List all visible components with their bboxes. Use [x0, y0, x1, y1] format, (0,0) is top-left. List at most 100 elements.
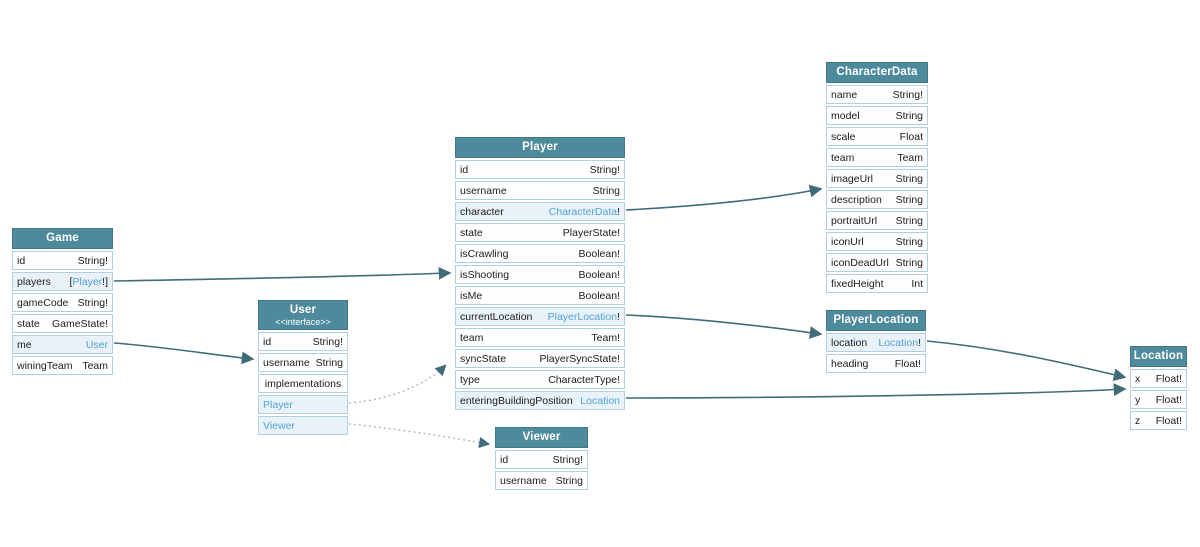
field-row: implementations	[258, 374, 348, 393]
field-name: isMe	[460, 289, 483, 302]
field-type: String!	[893, 89, 923, 101]
field-name: state	[17, 317, 40, 330]
table-header: User<<interface>>	[258, 300, 348, 330]
field-type: PlayerSyncState!	[539, 353, 620, 365]
field-type: String	[896, 194, 923, 206]
field-name: portraitUrl	[831, 214, 878, 227]
field-type: String!	[590, 164, 620, 176]
type-text: !	[918, 336, 921, 349]
field-row: syncState PlayerSyncState!	[455, 349, 625, 368]
field-type: Boolean!	[579, 290, 620, 302]
type-link[interactable]: PlayerLocation	[547, 310, 618, 323]
field-type: String!	[78, 297, 108, 309]
field-name: id	[17, 254, 26, 267]
table-subtitle: <<interface>>	[275, 317, 331, 327]
field-type: String	[316, 357, 343, 369]
table-header: Location	[1130, 346, 1187, 367]
field-name: me	[17, 338, 32, 351]
type-link[interactable]: CharacterData	[548, 205, 618, 218]
field-type: String	[593, 185, 620, 197]
type-text: String!	[892, 88, 923, 101]
type-text: String	[895, 214, 923, 227]
field-type: Float!	[1156, 394, 1182, 406]
table-title: Player	[522, 141, 558, 153]
field-type: GameState!	[52, 318, 108, 330]
table-header: Game	[12, 228, 113, 249]
field-name: syncState	[460, 352, 507, 365]
type-text: Float!	[1155, 393, 1182, 406]
field-type: Boolean!	[579, 269, 620, 281]
field-row: me User	[12, 335, 113, 354]
type-text: Boolean!	[578, 268, 620, 281]
field-name: iconUrl	[831, 235, 864, 248]
field-type: CharacterType!	[548, 374, 620, 386]
field-type: Float!	[895, 358, 921, 370]
field-type: Location!	[878, 337, 921, 349]
type-link[interactable]: Player	[263, 398, 293, 411]
field-type: PlayerLocation!	[548, 311, 620, 323]
field-name: implementations	[264, 377, 342, 390]
field-name: fixedHeight	[831, 277, 884, 290]
type-text: Float	[899, 130, 923, 143]
field-type: String!	[553, 454, 583, 466]
field-type: CharacterData!	[549, 206, 620, 218]
type-text: !]	[102, 275, 108, 288]
type-text: Team	[897, 151, 923, 164]
field-type: Float	[900, 131, 923, 143]
field-type: String!	[78, 255, 108, 267]
type-link[interactable]: Player	[72, 275, 103, 288]
field-name: team	[831, 151, 855, 164]
field-row: players[Player!]	[12, 272, 113, 291]
type-link[interactable]: Location	[580, 394, 620, 407]
field-type: Float!	[1156, 415, 1182, 427]
type-link[interactable]: Location	[878, 336, 919, 349]
field-name: location	[831, 336, 868, 349]
field-name: team	[460, 331, 484, 344]
type-link[interactable]: Viewer	[263, 419, 295, 432]
edge-user-player-to-player	[348, 364, 447, 404]
field-name: model	[831, 109, 860, 122]
field-row: Player	[258, 395, 348, 414]
type-link[interactable]: User	[85, 338, 108, 351]
edge-playerlocation-location-to-location	[926, 340, 1127, 381]
type-text: String!	[312, 335, 343, 348]
field-type: [Player!]	[69, 276, 108, 288]
field-type: String	[896, 257, 923, 269]
field-row: id String!	[12, 251, 113, 270]
field-type: String!	[313, 336, 343, 348]
field-row: description String	[826, 190, 928, 209]
type-text: String	[895, 193, 923, 206]
type-text: !	[617, 310, 620, 323]
type-text: Float!	[894, 357, 921, 370]
field-name: description	[831, 193, 882, 206]
field-name: name	[831, 88, 858, 101]
field-row: name String!	[826, 85, 928, 104]
type-text: String!	[589, 163, 620, 176]
table-header: CharacterData	[826, 62, 928, 83]
type-text: String	[592, 184, 620, 197]
